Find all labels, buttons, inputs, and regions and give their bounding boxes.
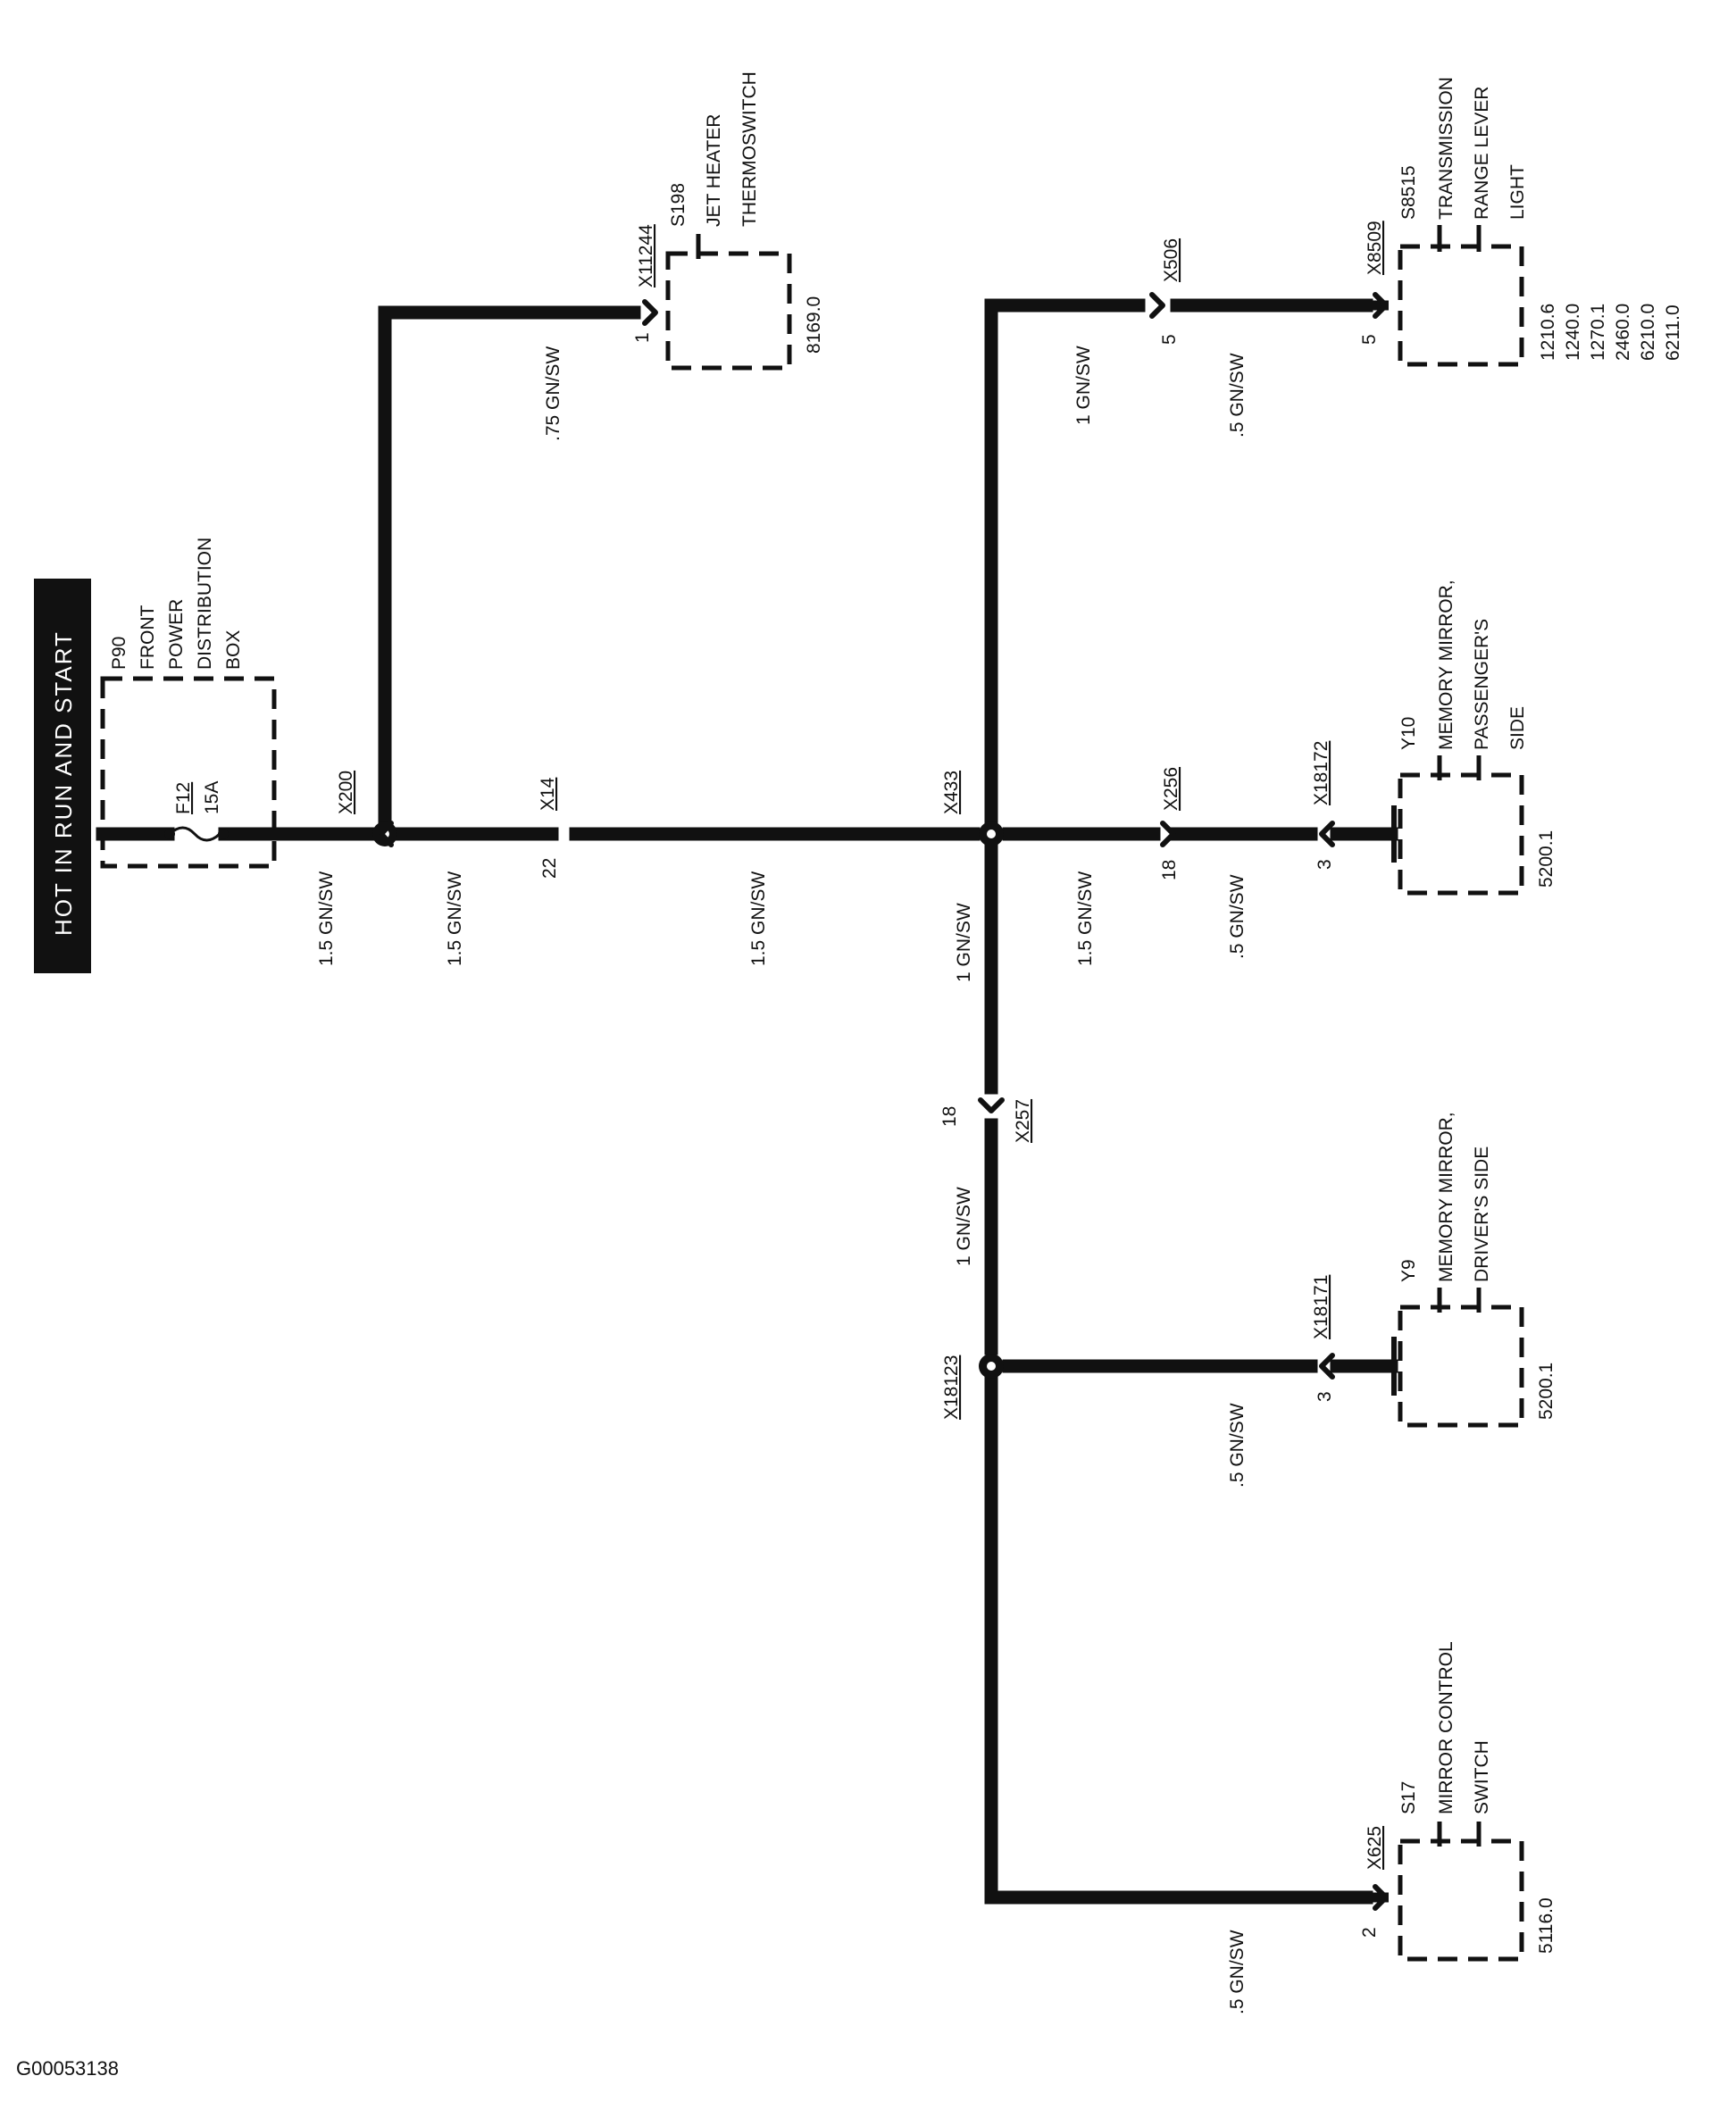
s198-id: S198 bbox=[668, 183, 689, 227]
y10-ref: 5200.1 bbox=[1536, 830, 1557, 888]
wire-main-1: 1.5 GN/SW bbox=[316, 871, 337, 966]
wire-x506-x8509: .5 GN/SW bbox=[1227, 353, 1248, 438]
fuse-rating: 15A bbox=[202, 781, 222, 814]
connector-x8509-label: X8509 bbox=[1365, 221, 1385, 275]
y10-line-1: MEMORY MIRROR, bbox=[1436, 579, 1456, 750]
connector-x506-symbol bbox=[1149, 292, 1165, 319]
connector-x18172-label: X18172 bbox=[1311, 741, 1331, 805]
s198-line-2: THERMOSWITCH bbox=[739, 71, 760, 227]
pin-x11244: 1 bbox=[632, 332, 653, 343]
wire-x433-down: 1 GN/SW bbox=[954, 903, 974, 982]
p90-id: P90 bbox=[109, 637, 129, 670]
y9-ref: 5200.1 bbox=[1536, 1363, 1557, 1420]
fuse-f12-symbol bbox=[155, 826, 246, 842]
pin-x14: 22 bbox=[539, 858, 560, 879]
y9-line-1: MEMORY MIRROR, bbox=[1436, 1112, 1456, 1282]
p90-line-1: FRONT bbox=[138, 605, 158, 670]
y10-id: Y10 bbox=[1398, 717, 1419, 750]
s17-line-1: MIRROR CONTROL bbox=[1436, 1641, 1456, 1814]
y9-line-2: DRIVER'S SIDE bbox=[1472, 1146, 1492, 1282]
wire-x257-down: 1 GN/SW bbox=[954, 1187, 974, 1266]
s17-line-2: SWITCH bbox=[1472, 1740, 1492, 1814]
y9-id: Y9 bbox=[1398, 1259, 1419, 1282]
wire-main-3: 1.5 GN/SW bbox=[748, 871, 769, 966]
connector-x257-label: X257 bbox=[1013, 1099, 1033, 1143]
connector-x256-label: X256 bbox=[1161, 767, 1181, 811]
y10-line-3: SIDE bbox=[1507, 706, 1528, 750]
y10-box bbox=[1398, 772, 1524, 896]
s8515-ref-5: 6210.0 bbox=[1638, 304, 1658, 361]
connector-x8509-symbol bbox=[1373, 292, 1389, 319]
connector-x18123-label: X18123 bbox=[941, 1355, 962, 1420]
s198-box bbox=[665, 251, 792, 371]
connector-x257-symbol bbox=[978, 1097, 1005, 1113]
pin-x506: 5 bbox=[1159, 334, 1180, 345]
s198-line-1: JET HEATER bbox=[704, 114, 724, 227]
connector-x433-label: X433 bbox=[941, 771, 962, 814]
connector-symbols bbox=[379, 292, 1389, 1911]
p90-line-4: BOX bbox=[223, 630, 244, 670]
y9-box bbox=[1398, 1305, 1524, 1428]
s17-ref: 5116.0 bbox=[1536, 1897, 1557, 1954]
s8515-ref-2: 1240.0 bbox=[1563, 304, 1583, 361]
connector-x625-symbol bbox=[1373, 1884, 1389, 1911]
s8515-line-3: LIGHT bbox=[1507, 164, 1528, 220]
connector-x14-symbol bbox=[379, 821, 394, 847]
figure-id: G00053138 bbox=[16, 2057, 119, 2080]
pin-x625: 2 bbox=[1359, 1927, 1380, 1938]
pin-x256: 18 bbox=[1159, 860, 1180, 880]
connector-x14-label: X14 bbox=[538, 777, 558, 811]
s8515-ref-6: 6211.0 bbox=[1663, 304, 1683, 361]
connector-x11244-symbol bbox=[642, 299, 658, 326]
p90-box bbox=[100, 676, 277, 869]
connector-x11244-label: X11244 bbox=[636, 224, 656, 288]
s8515-ref-3: 1270.1 bbox=[1588, 304, 1608, 361]
s8515-line-2: RANGE LEVER bbox=[1472, 87, 1492, 220]
connector-x200-label: X200 bbox=[336, 771, 356, 814]
s8515-box bbox=[1398, 244, 1524, 367]
wire-x433-x256: 1.5 GN/SW bbox=[1075, 871, 1096, 966]
wire-x433-up: 1 GN/SW bbox=[1073, 346, 1094, 425]
fuse-id: F12 bbox=[173, 782, 194, 814]
s17-box bbox=[1398, 1838, 1524, 1962]
header-banner: HOT IN RUN AND START bbox=[34, 579, 91, 973]
s17-id: S17 bbox=[1398, 1781, 1419, 1814]
s198-ref: 8169.0 bbox=[804, 296, 824, 354]
connector-x18172-symbol bbox=[1319, 821, 1335, 847]
connector-x18171-symbol bbox=[1319, 1353, 1335, 1380]
pin-x18171: 3 bbox=[1315, 1391, 1335, 1402]
labels: P90 FRONT POWER DISTRIBUTION BOX F12 15A… bbox=[109, 71, 1683, 2014]
component-boxes bbox=[100, 225, 1524, 1962]
pin-x18172: 3 bbox=[1315, 859, 1335, 870]
p90-line-3: DISTRIBUTION bbox=[195, 538, 215, 670]
wire-to-s198: .75 GN/SW bbox=[543, 346, 563, 441]
p90-line-2: POWER bbox=[166, 599, 187, 670]
connector-x256-symbol bbox=[1160, 821, 1176, 847]
wires bbox=[96, 298, 1398, 1905]
s8515-id: S8515 bbox=[1398, 165, 1419, 220]
connector-x625-label: X625 bbox=[1365, 1826, 1385, 1870]
wire-to-y9: .5 GN/SW bbox=[1227, 1403, 1248, 1488]
connector-x18171-label: X18171 bbox=[1311, 1275, 1331, 1339]
connector-x506-label: X506 bbox=[1161, 238, 1181, 282]
wire-x256-x18172: .5 GN/SW bbox=[1227, 874, 1248, 959]
pin-x257: 18 bbox=[939, 1106, 960, 1127]
header-text: HOT IN RUN AND START bbox=[50, 630, 77, 936]
splices bbox=[372, 821, 1004, 1379]
s8515-ref-4: 2460.0 bbox=[1613, 304, 1633, 361]
wire-to-s17: .5 GN/SW bbox=[1227, 1930, 1248, 2014]
wire-main-2: 1.5 GN/SW bbox=[445, 871, 465, 966]
pin-x8509: 5 bbox=[1359, 334, 1380, 345]
s8515-line-1: TRANSMISSION bbox=[1436, 77, 1456, 220]
y10-line-2: PASSENGER'S bbox=[1472, 619, 1492, 750]
s8515-ref-1: 1210.6 bbox=[1538, 304, 1558, 361]
